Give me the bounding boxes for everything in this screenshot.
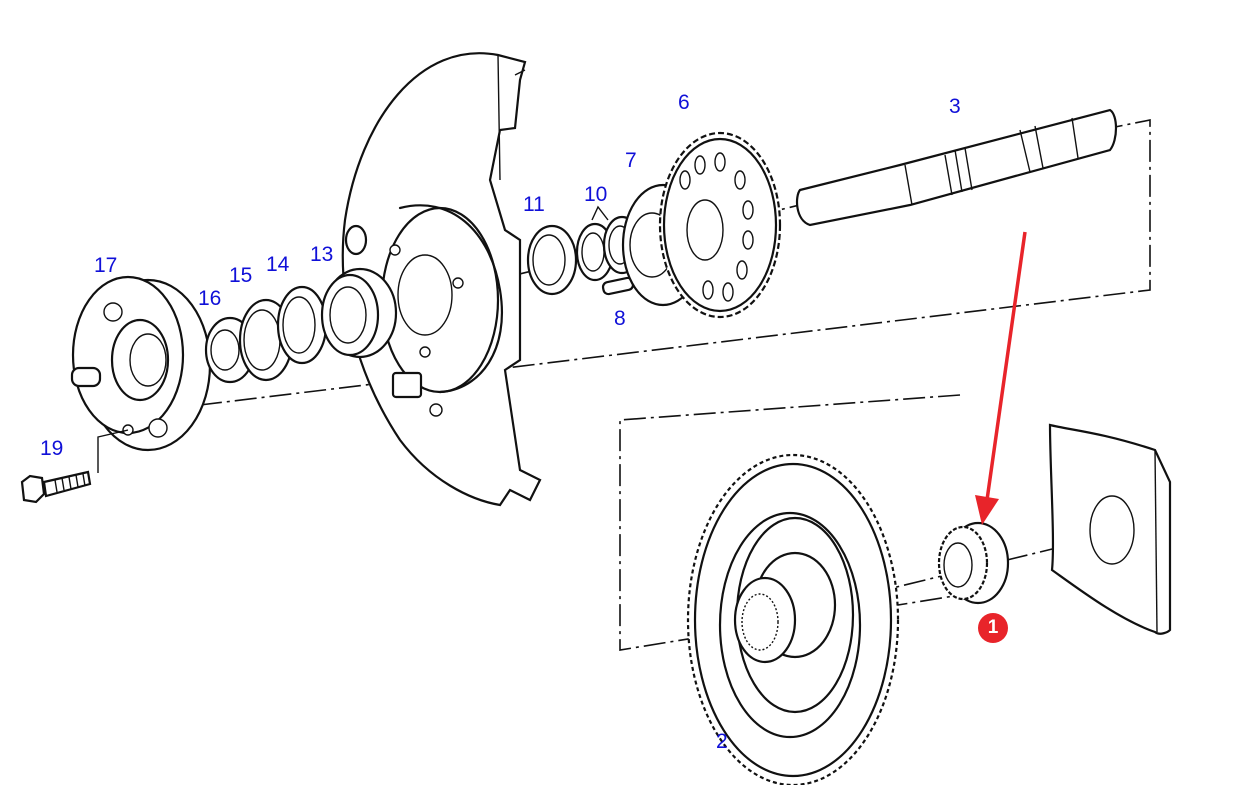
callout-16: 16 bbox=[198, 287, 222, 310]
callout-8: 8 bbox=[614, 307, 626, 330]
part-6-sprocket bbox=[658, 131, 782, 319]
callout-6: 6 bbox=[678, 91, 690, 114]
part-19-bolt bbox=[20, 429, 129, 504]
callout-7: 7 bbox=[625, 149, 637, 172]
part-14-ring bbox=[276, 285, 328, 365]
callout-19: 19 bbox=[40, 437, 64, 460]
callout-13: 13 bbox=[310, 243, 334, 266]
part-11-circlip bbox=[526, 224, 578, 296]
housing-wall-plate bbox=[1048, 423, 1172, 635]
callout-15: 15 bbox=[229, 264, 253, 287]
part-13-bearing bbox=[320, 267, 398, 359]
upper-frame-line bbox=[199, 119, 1151, 406]
callout-10: 10 bbox=[584, 183, 608, 206]
housing-plate bbox=[341, 52, 542, 507]
callout-3: 3 bbox=[949, 95, 961, 118]
callout-17: 17 bbox=[94, 254, 118, 277]
highlight-arrow bbox=[975, 231, 1027, 525]
callout-14: 14 bbox=[266, 253, 290, 276]
highlight-badge-1: 1 bbox=[978, 613, 1008, 643]
part-2-gear bbox=[686, 453, 900, 785]
part-3-shaft bbox=[795, 108, 1118, 227]
part-1-bearing bbox=[937, 521, 1010, 605]
callout-2: 2 bbox=[716, 730, 728, 753]
part-17-flange bbox=[70, 275, 212, 452]
callout-11: 11 bbox=[523, 193, 545, 216]
